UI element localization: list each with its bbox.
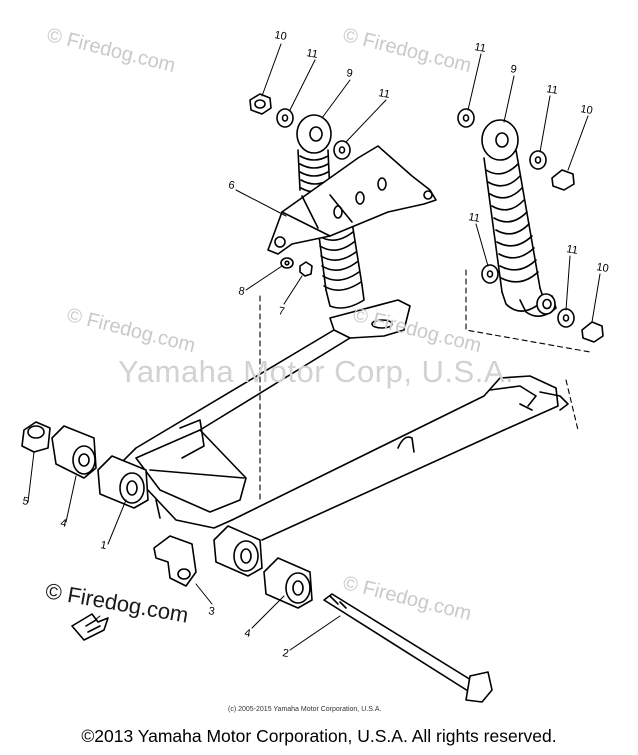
callout-9-b: 9 <box>509 63 517 76</box>
swing-arm <box>121 299 569 541</box>
callout-labels: 10 11 9 11 11 9 11 10 6 8 7 11 11 10 5 4… <box>21 29 609 660</box>
pivot-bushings <box>21 421 313 609</box>
callout-4-a: 4 <box>59 517 67 530</box>
callout-11-c: 11 <box>473 41 486 55</box>
small-copyright: (c) 2005-2015 Yamaha Motor Corporation, … <box>228 706 382 713</box>
bracket-fasteners <box>280 257 313 277</box>
shock-mount-bracket <box>267 145 437 255</box>
right-shock-absorber <box>457 108 604 343</box>
front-arrow-icon <box>71 613 109 641</box>
callout-11-a: 11 <box>305 47 318 61</box>
callout-4-b: 4 <box>243 627 251 640</box>
callout-11-d: 11 <box>545 83 558 97</box>
callout-11-b: 11 <box>377 87 390 101</box>
callout-8: 8 <box>237 285 245 298</box>
leader-lines <box>27 43 601 651</box>
callout-10-c: 10 <box>595 261 609 275</box>
callout-1: 1 <box>99 539 107 552</box>
pivot-shaft <box>323 593 493 703</box>
callout-10-b: 10 <box>579 103 593 117</box>
callout-3: 3 <box>207 605 215 618</box>
callout-11-e: 11 <box>467 211 480 225</box>
callout-6: 6 <box>227 179 235 192</box>
left-shock-absorber <box>249 93 365 309</box>
callout-7: 7 <box>277 305 285 318</box>
watermark-center: Yamaha Motor Corp, U.S.A. <box>118 354 515 389</box>
callout-9-a: 9 <box>345 67 353 80</box>
callout-2: 2 <box>281 647 289 660</box>
callout-5: 5 <box>21 495 29 508</box>
alignment-lines <box>259 269 591 501</box>
footer-copyright: ©2013 Yamaha Motor Corporation, U.S.A. A… <box>81 726 557 746</box>
callout-11-f: 11 <box>565 243 578 257</box>
callout-10-a: 10 <box>273 29 287 43</box>
